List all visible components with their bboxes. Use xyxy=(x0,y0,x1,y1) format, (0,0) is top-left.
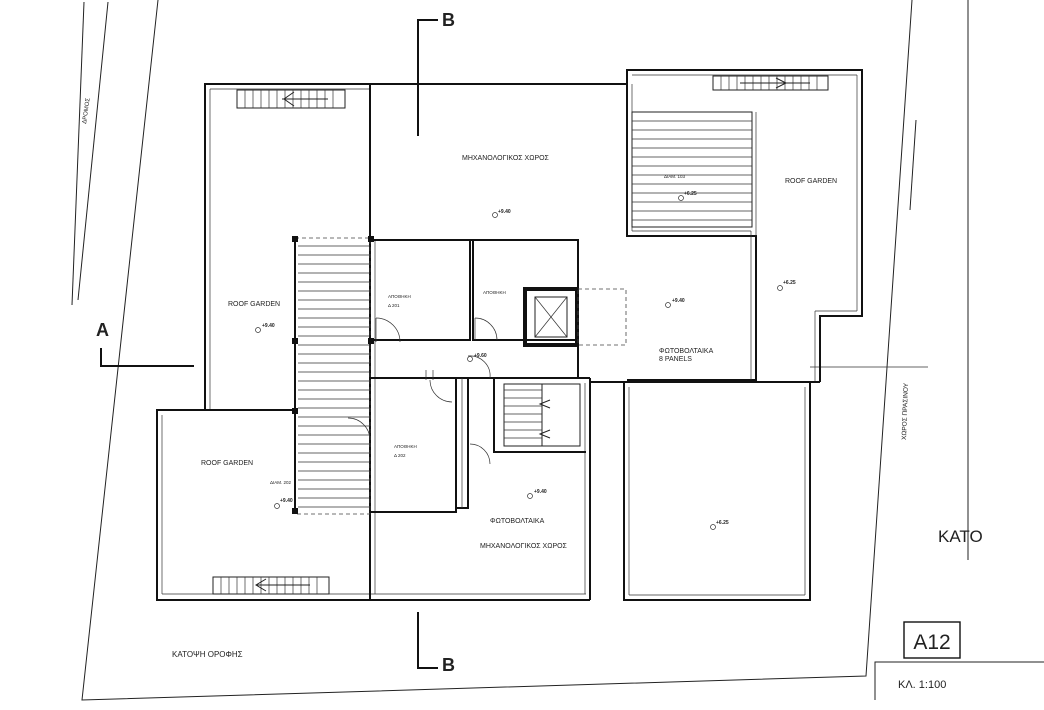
stair-right-wing xyxy=(631,111,753,228)
scale-label: ΚΛ. 1:100 xyxy=(898,679,946,691)
storage-201-b: Δ 201 xyxy=(388,303,400,308)
stair-top-right xyxy=(712,75,829,91)
road-label: ΔΡΟΜΟΣ xyxy=(82,97,92,124)
stair-top-left xyxy=(236,89,346,109)
storage-mid: ΑΠΟΘΗΚΗ xyxy=(483,290,506,295)
level-markers xyxy=(255,195,783,530)
plan-title: ΚΑΤΟΨΗ ΟΡΟΦΗΣ xyxy=(172,650,243,659)
apartment-103: ΔΙΑΜ. 103 xyxy=(664,174,686,179)
storage-201-a: ΑΠΟΘΗΚΗ xyxy=(388,294,411,299)
section-line-a xyxy=(100,348,928,368)
section-b-label-bottom: B xyxy=(442,655,455,675)
pv-middle: ΦΩΤΟΒΟΛΤΑΙΚΑ xyxy=(659,348,714,355)
level-pv-middle: +9.40 xyxy=(672,298,685,304)
plot-boundary xyxy=(71,0,969,701)
level-pv-bottom: +9.40 xyxy=(534,489,547,495)
mech-room-top: ΜΗΧΑΝΟΛΟΓΙΚΟΣ ΧΩΡΟΣ xyxy=(462,155,550,162)
apartment-202: ΔΙΑΜ. 202 xyxy=(270,480,292,485)
central-stair xyxy=(292,236,374,515)
pv-middle-panels: 8 PANELS xyxy=(659,356,692,363)
level-left-garden: +9.40 xyxy=(262,323,275,329)
pv-bottom: ΦΩΤΟΒΟΛΤΑΙΚΑ xyxy=(490,518,545,525)
section-b-label-top: B xyxy=(442,10,455,30)
roof-garden-bottom: ROOF GARDEN xyxy=(201,460,253,467)
section-line-b xyxy=(417,19,438,669)
stair-bottom-left xyxy=(212,576,330,595)
stair-core xyxy=(493,378,586,453)
level-mech-top: +9.40 xyxy=(498,209,511,215)
level-corridor: +9.60 xyxy=(474,353,487,359)
mech-room-bottom: ΜΗΧΑΝΟΛΟΓΙΚΟΣ ΧΩΡΟΣ xyxy=(480,543,568,550)
title-block: A12 ΚΛ. 1:100 xyxy=(874,621,1044,700)
level-bottom-right: +6.25 xyxy=(716,520,729,526)
storage-202-b: Δ 202 xyxy=(394,453,406,458)
partial-label: ΚΑΤΟ xyxy=(938,527,983,546)
roof-garden-right: ROOF GARDEN xyxy=(785,178,837,185)
green-space-label: ΧΩΡΟΣ ΠΡΑΣΙΝΟΥ xyxy=(901,382,910,440)
level-right-stair: +6.25 xyxy=(684,191,697,197)
level-bottom-garden: +9.40 xyxy=(280,498,293,504)
storage-202-a: ΑΠΟΘΗΚΗ xyxy=(394,444,417,449)
roof-garden-left: ROOF GARDEN xyxy=(228,301,280,308)
section-a-label-left: A xyxy=(96,320,109,340)
level-right-garden: +6.25 xyxy=(783,280,796,286)
elevator-shaft xyxy=(523,287,627,347)
drawing-number: A12 xyxy=(913,631,950,654)
